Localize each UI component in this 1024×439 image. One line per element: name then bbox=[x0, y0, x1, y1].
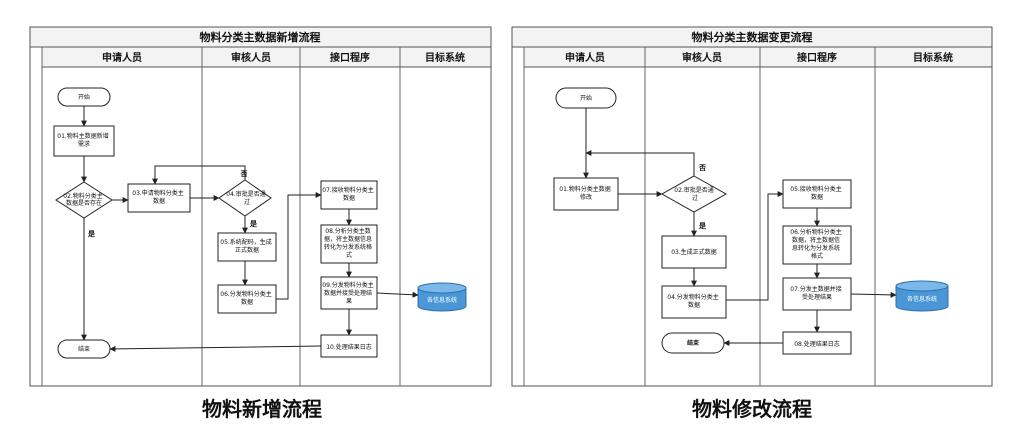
left-node-01-label: 01.物料主数据新增 需求 bbox=[57, 132, 110, 148]
right-node-05 bbox=[782, 179, 852, 209]
left-lane-interface: 接口程序 bbox=[330, 51, 370, 64]
right-database-icon: 各信息系统 bbox=[895, 280, 949, 312]
left-lane-applicant: 申请人员 bbox=[102, 51, 142, 64]
left-title: 物料分类主数据新增流程 bbox=[200, 30, 321, 44]
left-lane-target: 目标系统 bbox=[425, 51, 465, 64]
left-lane-reviewer: 审核人员 bbox=[231, 51, 271, 64]
left-node-10-label: 10.处理结果日志 bbox=[326, 343, 372, 351]
right-label-yes-02: 是 bbox=[698, 221, 707, 230]
left-node-07 bbox=[320, 180, 378, 210]
right-node-01-label: 01.物料分类主数据 修改 bbox=[559, 185, 612, 201]
right-label-no-02: 否 bbox=[698, 164, 706, 172]
right-node-06 bbox=[782, 225, 852, 265]
left-start-label: 开始 bbox=[78, 93, 90, 101]
right-edge-02-reject bbox=[585, 150, 695, 176]
left-edge-10-end bbox=[109, 345, 322, 352]
right-database-label: 各信息系统 bbox=[907, 295, 937, 303]
right-decision-02-label: 02.审批是否通 过 bbox=[674, 186, 715, 202]
left-node-05-label: 05.系统配码，生成 正式数据 bbox=[220, 238, 273, 254]
right-diagram: 物料分类主数据变更流程 申请人员 审核人员 接口程序 目标系统 开始 01.物料… bbox=[511, 26, 993, 421]
left-node-06 bbox=[217, 284, 277, 314]
left-node-03-label: 03.申请物料分类主 数据 bbox=[132, 189, 185, 205]
right-node-07-label: 07.分发主数据并接 受处理结果 bbox=[790, 285, 843, 301]
left-diagram: 物料分类主数据新增流程 申请人员 审核人员 接口程序 目标系统 开始 01.物料… bbox=[29, 26, 492, 421]
left-end-label: 结束 bbox=[78, 345, 90, 353]
left-edge-06-07 bbox=[276, 192, 322, 300]
right-lane-reviewer: 审核人员 bbox=[682, 51, 722, 64]
right-edge-07-db bbox=[850, 291, 897, 298]
left-caption: 物料新增流程 bbox=[202, 397, 322, 421]
right-title: 物料分类主数据变更流程 bbox=[692, 30, 813, 44]
right-node-04 bbox=[661, 285, 727, 319]
right-node-04-label: 04.分发物料分类主 数据 bbox=[667, 293, 720, 309]
left-database-icon: 各信息系统 bbox=[417, 282, 467, 312]
right-lane-interface: 接口程序 bbox=[797, 51, 837, 64]
right-start-label: 开始 bbox=[580, 94, 592, 102]
left-node-09-label: 09.分发物料分类主 数据并接受处理结 果 bbox=[322, 281, 375, 305]
left-node-05 bbox=[217, 232, 277, 262]
right-caption: 物料修改流程 bbox=[692, 397, 812, 421]
right-node-08-label: 08.处理结果日志 bbox=[794, 340, 840, 348]
left-node-08-label: 08.分析分类主数 据，将主数据信息 转化为分发系统格 式 bbox=[324, 227, 374, 259]
left-decision-02-label: 02.物料分类主 数据是否存在 bbox=[63, 192, 104, 207]
right-end-label: 结束 bbox=[687, 339, 700, 347]
right-node-05-label: 05.接收物料分类主 数据 bbox=[790, 185, 843, 201]
left-label-no-04: 否 bbox=[240, 170, 248, 178]
left-node-07-label: 07.接收物料分类主 数据 bbox=[322, 186, 375, 202]
right-lane-target: 目标系统 bbox=[913, 51, 953, 64]
left-edge-09-db bbox=[376, 291, 419, 298]
left-database-label: 各信息系统 bbox=[427, 296, 457, 304]
left-edge-04-reject bbox=[152, 165, 246, 185]
left-label-yes-04: 是 bbox=[249, 219, 258, 228]
right-lane-applicant: 申请人员 bbox=[565, 51, 605, 64]
left-label-yes-02: 是 bbox=[87, 229, 96, 238]
left-decision-04-label: 04.审批是否通 过 bbox=[226, 190, 267, 206]
left-node-06-label: 06.分发物料分类主 数据 bbox=[220, 290, 273, 306]
right-edge-04-05 bbox=[726, 191, 784, 301]
right-node-06-label: 06.分析物料分类主 数据，将主数据信 息转化为分发系统 格式 bbox=[790, 228, 843, 260]
left-node-03 bbox=[127, 183, 191, 213]
right-node-03-label: 03.生成正式数据 bbox=[671, 248, 717, 256]
left-frame bbox=[29, 26, 492, 387]
